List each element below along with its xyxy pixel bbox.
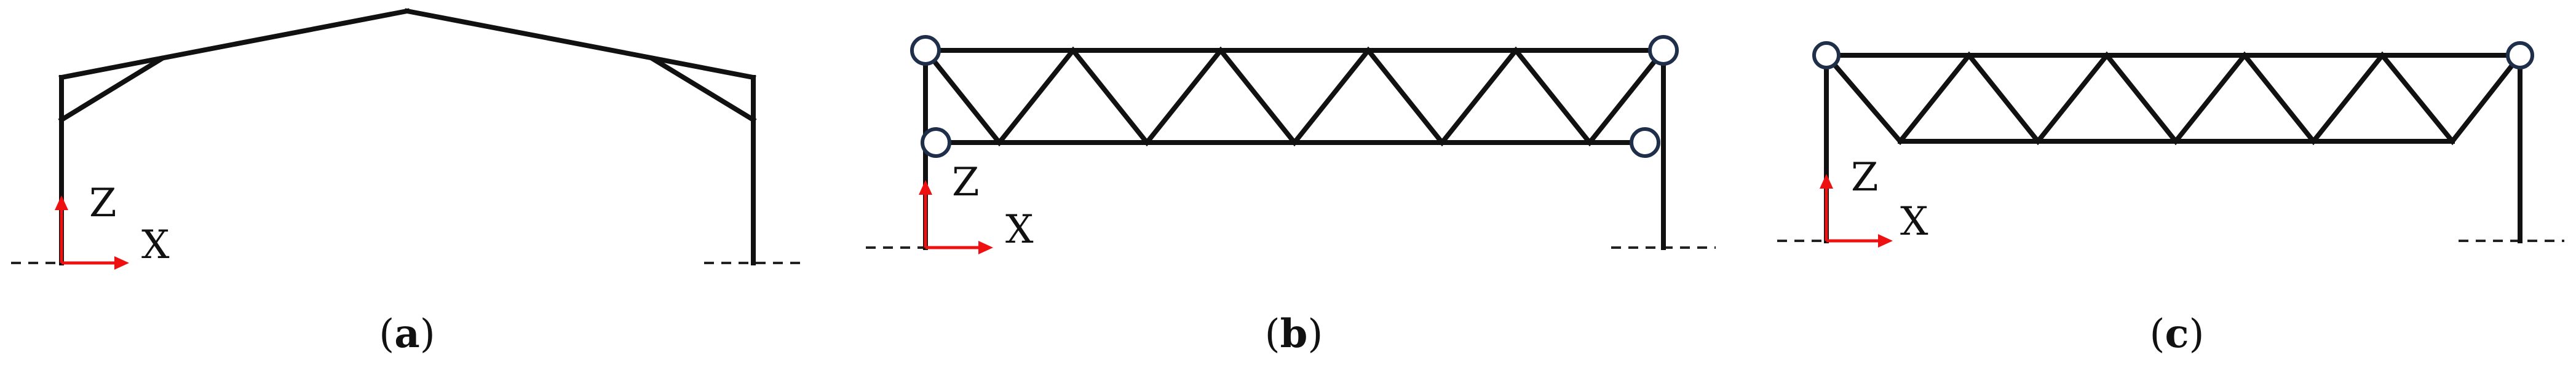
panel-a-right-rafter xyxy=(404,8,756,80)
panel-b-hinge-top-left xyxy=(910,35,941,66)
panel-a-z-label: Z xyxy=(89,181,116,226)
panel-b-hinge-bottom-left xyxy=(921,127,951,158)
panel-c-truss-frame: Z X (c) xyxy=(1777,41,2564,357)
panel-a-x-arrowhead xyxy=(114,256,129,270)
panel-b-x-arrowhead xyxy=(978,241,993,254)
panel-c-z-arrowhead xyxy=(1820,174,1833,189)
panel-c-web-diagonals xyxy=(1823,51,2524,146)
panel-b-z-label: Z xyxy=(952,160,979,205)
panel-c-caption: (c) xyxy=(2150,311,2205,357)
panel-c-hinge-top-left xyxy=(1812,41,1841,69)
panel-a-x-label: X xyxy=(141,222,170,268)
panel-c-x-label: X xyxy=(1900,199,1928,245)
panel-c-hinge-top-right xyxy=(2506,41,2534,69)
panel-b-z-arrowhead xyxy=(919,180,932,195)
panel-a-portal-frame: Z X (a) xyxy=(11,8,806,357)
panel-a-left-rafter xyxy=(58,8,410,80)
panel-c-z-label: Z xyxy=(1851,155,1878,200)
panel-b-hinge-bottom-right xyxy=(1630,127,1660,158)
panel-a-left-haunch xyxy=(58,55,165,123)
panel-b-caption: (b) xyxy=(1265,311,1323,357)
panel-a-caption: (a) xyxy=(379,311,435,357)
panel-b-truss-frame: Z X (b) xyxy=(866,35,1716,357)
panel-b-x-label: X xyxy=(1005,207,1034,253)
panel-a-z-arrowhead xyxy=(55,195,68,210)
panel-c-x-arrowhead xyxy=(1878,234,1893,248)
panel-a-right-haunch xyxy=(649,55,757,123)
panel-b-web-diagonals xyxy=(922,46,1667,147)
panel-b-hinge-top-right xyxy=(1648,35,1679,66)
